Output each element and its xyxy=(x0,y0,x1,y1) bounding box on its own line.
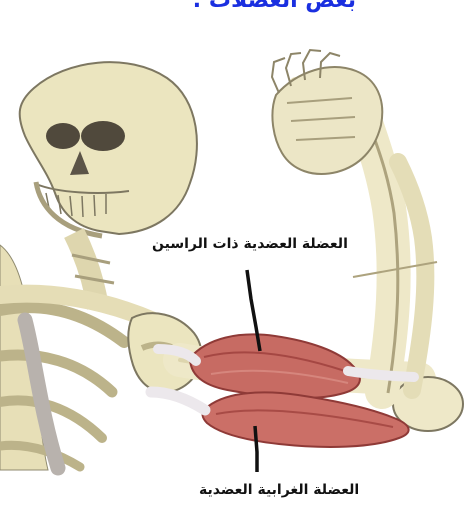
biceps-label: العضلة العضدية ذات الراسين xyxy=(150,236,350,252)
ribcage-shape xyxy=(0,245,124,470)
skull-shape xyxy=(20,62,197,236)
lower-muscle-label: العضلة الغرابية العضدية xyxy=(197,482,361,498)
forearm-bones xyxy=(353,126,437,393)
hand-skeleton xyxy=(272,50,382,174)
eye-socket-right xyxy=(46,123,80,149)
eye-socket-left xyxy=(81,121,125,151)
